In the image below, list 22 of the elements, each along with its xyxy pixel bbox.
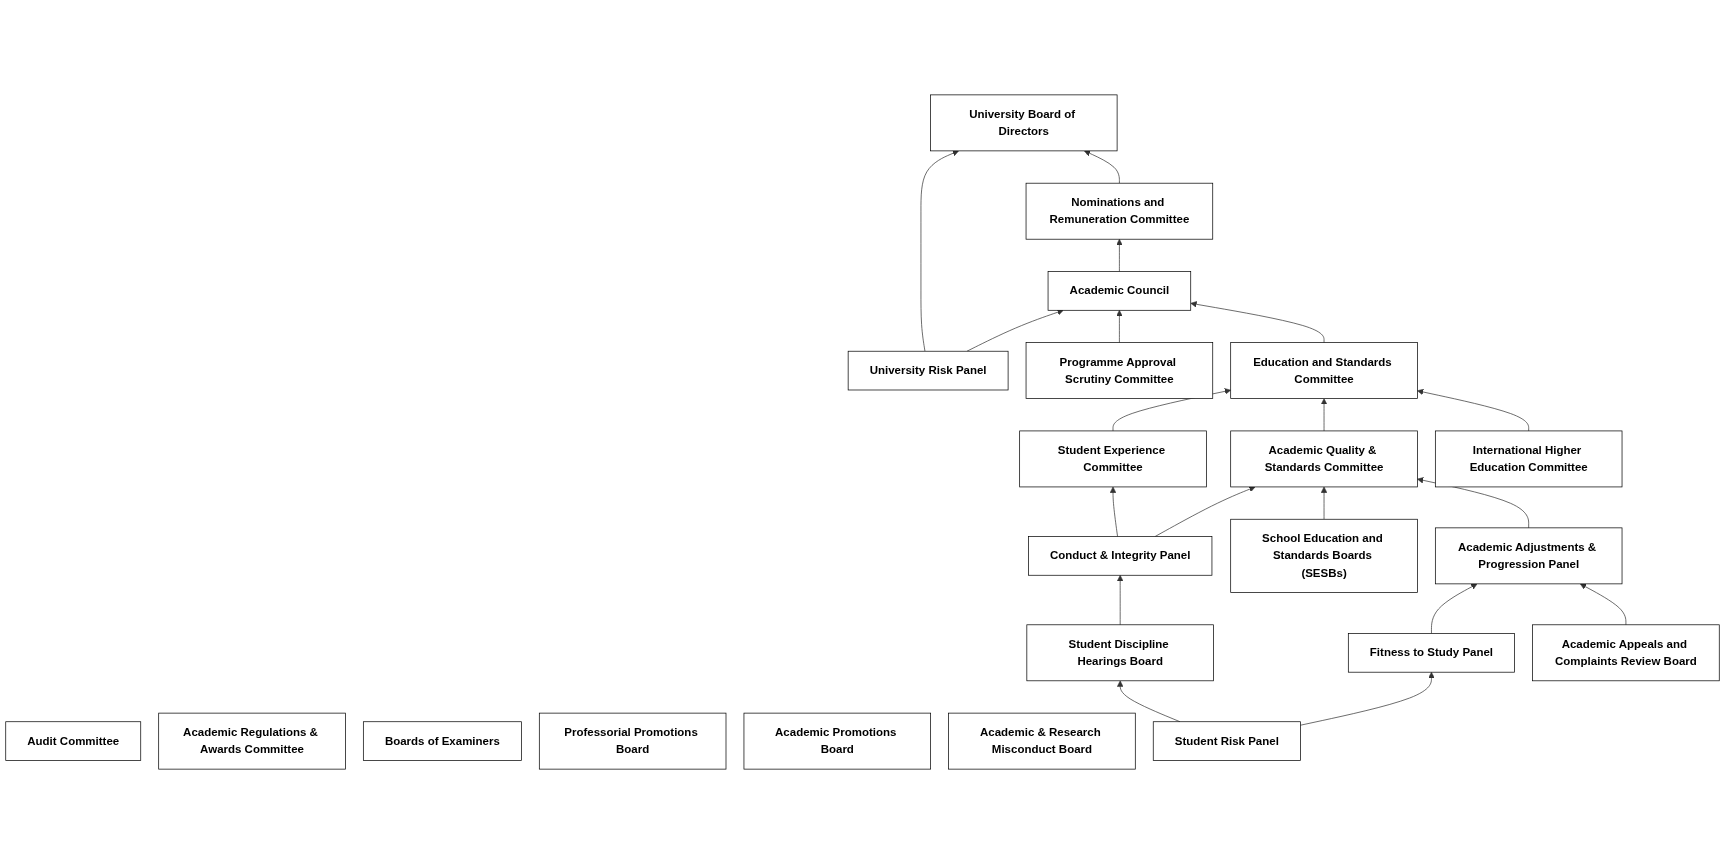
node-box: School Education and Standards Boards (SESBs) bbox=[1230, 518, 1418, 593]
node-box: Student Experience Committee bbox=[1019, 430, 1207, 488]
node-box: University Risk Panel bbox=[847, 350, 1009, 391]
node-box: Audit Committee bbox=[5, 721, 142, 761]
node-box: Academic Appeals and Complaints Review Board bbox=[1532, 624, 1720, 682]
node-box: International Higher Education Committee bbox=[1435, 430, 1623, 488]
node-box: Academic Regulations & Awards Committee bbox=[158, 712, 346, 770]
node-box: Academic Council bbox=[1047, 271, 1192, 311]
node-box: Boards of Examiners bbox=[362, 721, 522, 761]
node-box: Academic Quality & Standards Committee bbox=[1230, 430, 1418, 488]
node-box: Education and Standards Committee bbox=[1230, 342, 1418, 399]
node-box: Academic & Research Misconduct Board bbox=[948, 712, 1136, 770]
node-box: Student Discipline Hearings Board bbox=[1026, 624, 1214, 682]
node-box: University Board of Directors bbox=[930, 94, 1118, 152]
node-box: Conduct & Integrity Panel bbox=[1028, 536, 1213, 576]
node-box: Student Risk Panel bbox=[1152, 721, 1301, 761]
node-box: Academic Promotions Board bbox=[743, 712, 931, 770]
node-box: Programme Approval Scrutiny Committee bbox=[1025, 342, 1214, 399]
node-box: Fitness to Study Panel bbox=[1347, 633, 1515, 673]
node-box: Academic Adjustments & Progression Panel bbox=[1435, 527, 1623, 585]
node-box: Professorial Promotions Board bbox=[538, 712, 727, 770]
node-box: Nominations and Remuneration Committee bbox=[1025, 182, 1214, 240]
